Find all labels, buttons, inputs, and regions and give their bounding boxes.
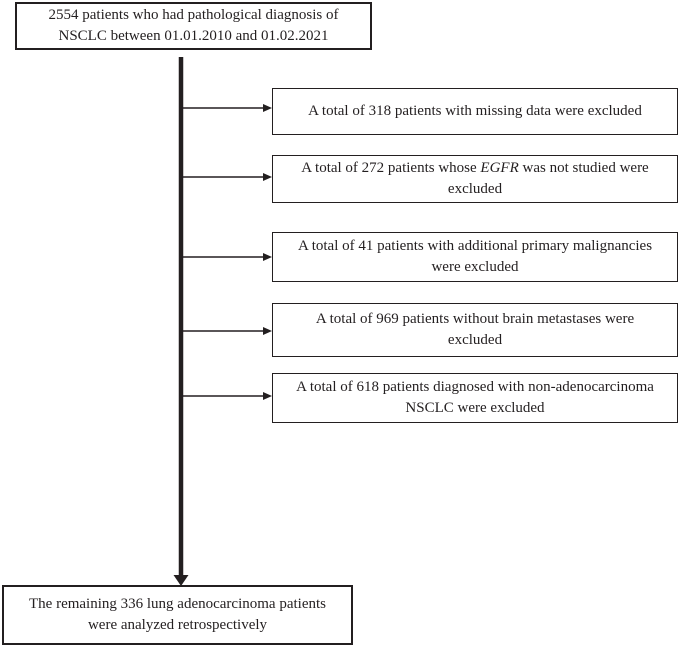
exclusion-line: excluded <box>447 332 503 348</box>
exclusion-line: A total of 318 patients with missing dat… <box>308 103 642 119</box>
text-segment: was not studied were <box>518 160 649 176</box>
result-box-line1: The remaining 336 lung adenocarcinoma pa… <box>29 596 326 612</box>
exclusion-line: A total of 272 patients whose EGFR was n… <box>301 158 648 179</box>
arrowhead-right-icon <box>263 173 272 181</box>
gene-name-italic: EGFR <box>480 160 519 176</box>
result-box: The remaining 336 lung adenocarcinoma pa… <box>2 585 353 645</box>
exclusion-box-non-adenocarcinoma: A total of 618 patients diagnosed with n… <box>272 373 678 423</box>
result-box-line2: were analyzed retrospectively <box>87 617 268 633</box>
title-box: 2554 patients who had pathological diagn… <box>15 2 372 50</box>
exclusion-line: A total of 41 patients with additional p… <box>297 238 653 254</box>
exclusion-line: NSCLC were excluded <box>405 400 545 416</box>
exclusion-line: A total of 618 patients diagnosed with n… <box>296 379 654 395</box>
arrowhead-right-icon <box>263 104 272 112</box>
branch-arrow-1 <box>181 104 272 112</box>
branch-arrow-2 <box>181 173 272 181</box>
exclusion-box-egfr-not-studied: A total of 272 patients whose EGFR was n… <box>272 155 678 203</box>
text-segment: A total of 272 patients whose <box>301 160 481 176</box>
arrowhead-down-icon <box>173 575 189 586</box>
exclusion-box-missing-data: A total of 318 patients with missing dat… <box>272 88 678 135</box>
exclusion-line: were excluded <box>431 259 519 275</box>
branch-arrow-5 <box>181 392 272 400</box>
exclusion-line: A total of 969 patients without brain me… <box>315 311 635 327</box>
branch-arrow-4 <box>181 327 272 335</box>
exclusion-box-no-brain-metastases: A total of 969 patients without brain me… <box>272 303 678 357</box>
arrowhead-right-icon <box>263 392 272 400</box>
title-box-line2: NSCLC between 01.01.2010 and 01.02.2021 <box>58 28 329 44</box>
branch-arrow-3 <box>181 253 272 261</box>
title-box-line1: 2554 patients who had pathological diagn… <box>48 7 339 23</box>
vertical-flow-arrow <box>173 57 189 586</box>
arrowhead-right-icon <box>263 327 272 335</box>
exclusion-box-primary-malignancies: A total of 41 patients with additional p… <box>272 232 678 282</box>
exclusion-line: excluded <box>447 181 503 197</box>
arrowhead-right-icon <box>263 253 272 261</box>
